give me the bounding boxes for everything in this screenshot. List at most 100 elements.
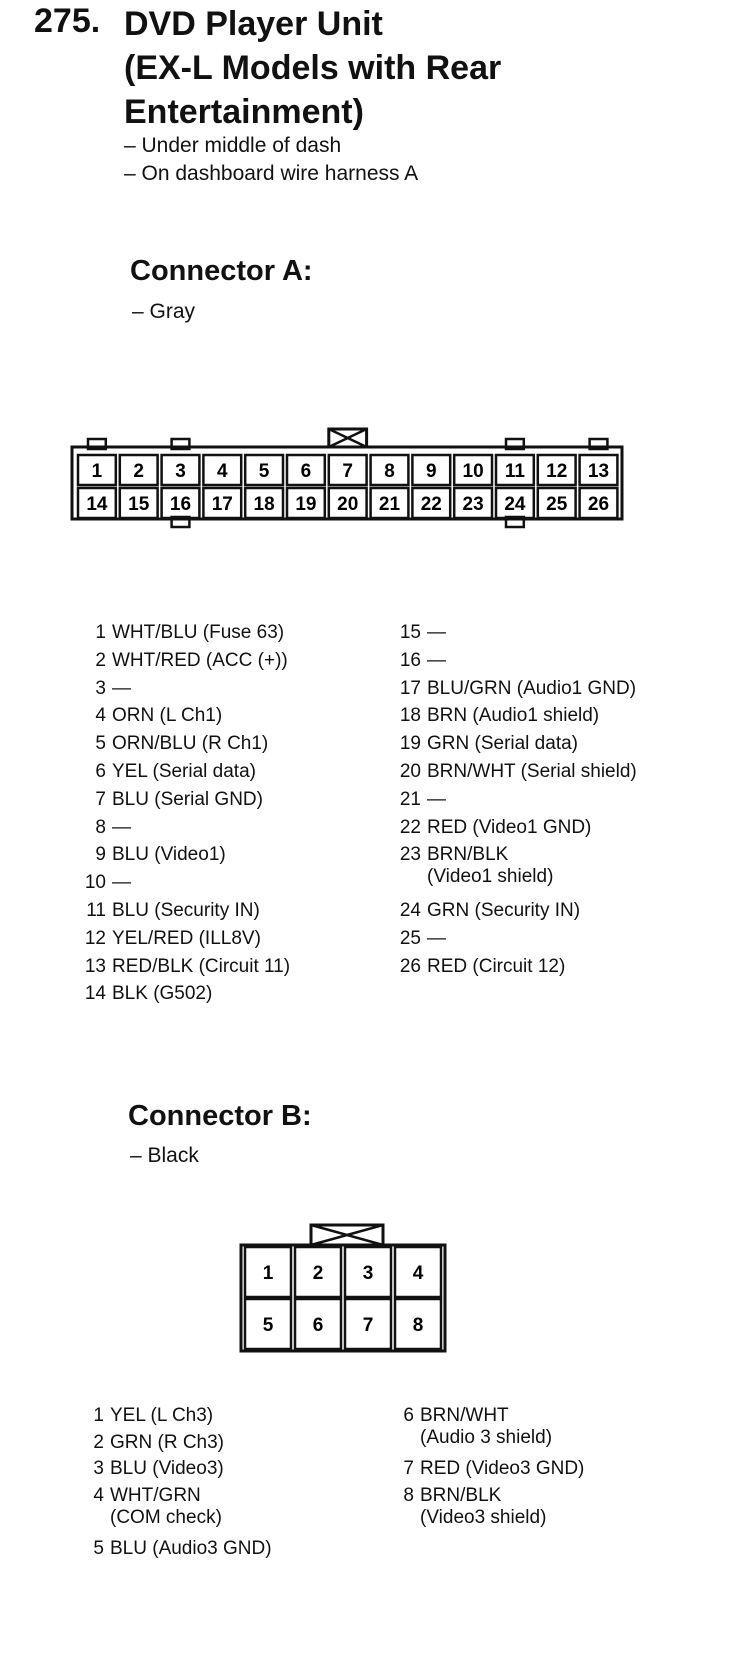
pin-entry: 3— (78, 678, 131, 700)
pin-number: 3 (175, 461, 186, 482)
pin-entry: 3 BLU (Video3) (78, 1458, 224, 1480)
pin-description: BLU (Video3) (110, 1458, 224, 1479)
pin-entry: 2 WHT/RED (ACC (+)) (78, 649, 288, 672)
pin-number: 9 (95, 844, 106, 866)
pin-number: 7 (95, 788, 106, 810)
pin-entry: 17 BLU/GRN (Audio1 GND) (395, 678, 636, 700)
pin-description: RED (Circuit 12) (427, 955, 566, 977)
pin-description: YEL (Serial data) (112, 761, 256, 782)
pin-entry: 11 BLU (Security IN) (78, 900, 260, 922)
pin-cell (494, 453, 536, 487)
pin-number: 11 (86, 900, 106, 921)
pin-cell (343, 1245, 393, 1299)
connector-b-title: Connector B: (128, 1100, 312, 1132)
pin-cell (393, 1245, 443, 1299)
pin-description: BLU (Video1) (112, 844, 226, 866)
pin-number: 19 (295, 494, 316, 515)
pin-cell (285, 486, 327, 520)
pin-description: BLU/GRN (Audio1 GND) (427, 677, 637, 699)
pin-cell (118, 453, 159, 487)
pin-description: — (427, 788, 446, 810)
pin-cell (293, 1297, 343, 1351)
pin-description: — (112, 872, 131, 894)
pin-number: 23 (399, 844, 421, 866)
pin-number: 3 (95, 677, 106, 699)
pin-description: BRN/WHT (420, 1405, 509, 1426)
pin-cell (160, 453, 201, 487)
pin-description: WHT/RED (ACC (+)) (112, 649, 288, 671)
pin-description: GRN (Security IN) (427, 900, 581, 921)
pin-number: 8 (95, 816, 106, 838)
pin-cell (343, 1297, 393, 1351)
pin-number: 18 (254, 494, 275, 515)
pin-description: — (112, 816, 131, 838)
title-line: DVD Player Unit (124, 5, 383, 43)
pin-description-continued: (Audio 3 shield) (420, 1427, 553, 1448)
connector-a-color: – Gray (132, 300, 196, 323)
pin-entry: 10 — (78, 872, 131, 894)
pin-entry: 8— (78, 817, 131, 839)
connector-a-title: Connector A: (130, 255, 313, 287)
pin-description: — (427, 927, 446, 949)
pin-description: YEL/RED (ILL8V) (112, 927, 261, 949)
pin-number: 6 (95, 761, 106, 782)
pin-number: 4 (93, 1484, 104, 1506)
page-title: DVD Player Unit (EX-L Models with Rear E… (124, 2, 501, 134)
pin-number: 6 (301, 461, 312, 482)
pin-number: 21 (399, 788, 421, 810)
pin-number: 15 (128, 494, 150, 515)
pin-number: 6 (313, 1315, 324, 1336)
location-item: – On dashboard wire harness A (124, 162, 419, 185)
pin-description: BLU (Security IN) (112, 900, 260, 921)
pin-cell (285, 453, 327, 487)
pin-description: — (427, 622, 446, 643)
pin-number: 12 (84, 927, 106, 949)
pin-cell (369, 453, 410, 487)
pin-number: 17 (399, 677, 421, 699)
pin-description: BRN/BLK (420, 1484, 502, 1506)
pin-description: GRN (R Ch3) (110, 1431, 225, 1453)
pin-cell (76, 453, 118, 487)
pin-cell (118, 486, 159, 520)
pin-number: 10 (84, 872, 106, 894)
section-number: 275. (34, 2, 101, 40)
title-line: Entertainment) (124, 93, 364, 131)
pin-number: 5 (263, 1315, 274, 1336)
pin-number: 23 (463, 494, 484, 515)
pin-number: 1 (93, 1405, 104, 1426)
pin-number: 21 (379, 494, 401, 515)
pin-number: 7 (342, 461, 353, 482)
location-item: – Under middle of dash (124, 134, 342, 157)
pin-cell (393, 1297, 443, 1351)
pin-number: 7 (403, 1458, 414, 1479)
pin-description: WHT/BLU (Fuse 63) (112, 622, 285, 643)
pin-number: 2 (95, 649, 106, 671)
pin-description-continued: (Video1 shield) (427, 866, 554, 888)
pin-description-continued: (Video3 shield) (420, 1506, 547, 1528)
pin-number: 3 (363, 1263, 374, 1284)
pin-cell (536, 453, 577, 487)
pin-cell (411, 453, 452, 487)
key-notch (588, 437, 609, 451)
pin-number: 7 (363, 1315, 374, 1336)
pin-entry: 9 BLU (Video1) (78, 844, 226, 866)
pin-number: 12 (546, 461, 567, 482)
pin-number: 4 (95, 705, 106, 727)
pin-description: BLK (G502) (112, 983, 213, 1005)
pin-description: ORN (L Ch1) (112, 705, 223, 727)
pin-cell (160, 486, 201, 520)
pin-number: 5 (259, 461, 270, 482)
pin-number: 3 (93, 1458, 104, 1479)
key-notch (170, 437, 191, 451)
